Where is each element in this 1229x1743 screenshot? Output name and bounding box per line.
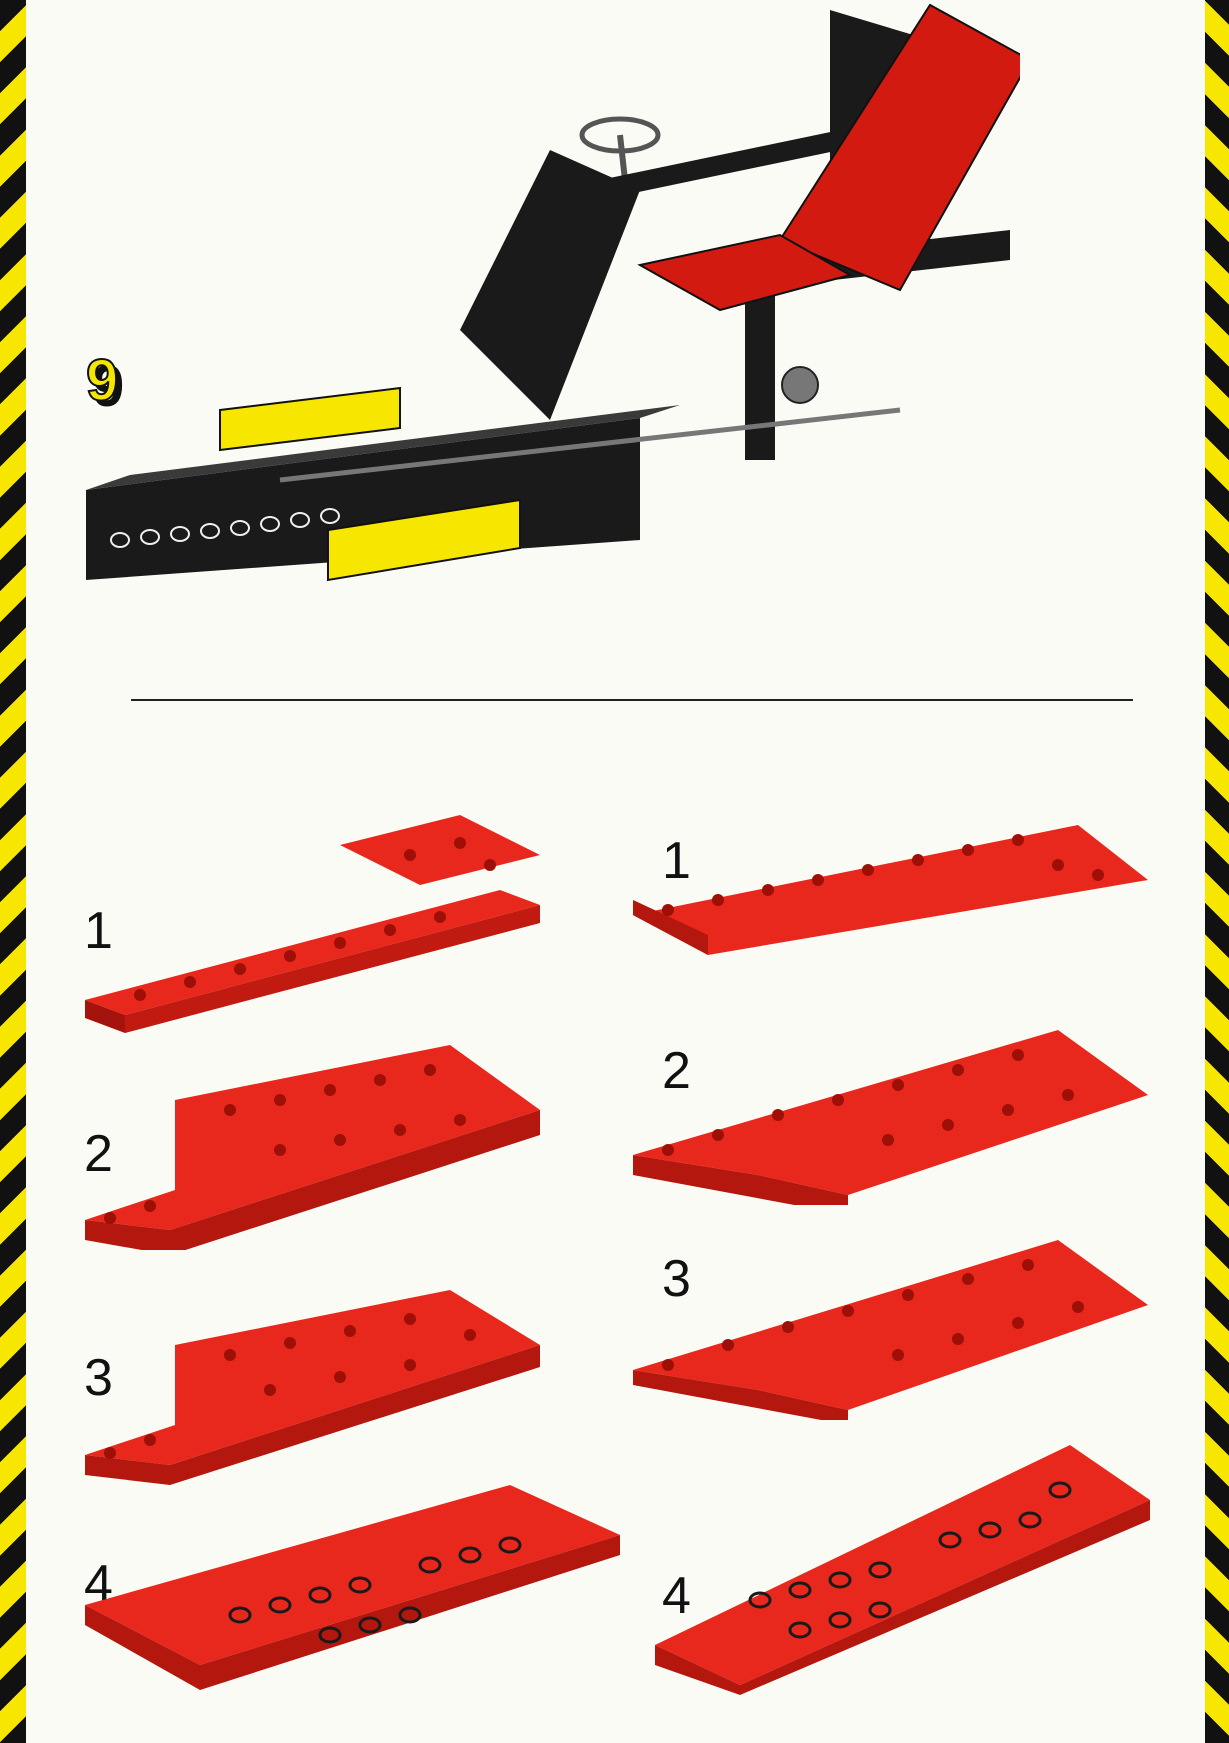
left-substep-label-2: 2 [84,1125,113,1183]
left-plate-1 [85,815,540,1033]
right-plate-2 [633,1030,1148,1205]
model-illustration [86,3,1020,582]
hazard-stripe-left [0,0,26,1743]
right-plate-3 [633,1240,1148,1420]
left-plate-3 [85,1290,540,1485]
hazard-stripe-right [1205,0,1229,1743]
right-plate-4 [655,1445,1150,1695]
right-substep-label-4: 4 [662,1567,691,1625]
step-number: 9 [85,348,119,413]
left-plate-4 [85,1485,620,1690]
left-substep-label-3: 3 [84,1349,113,1407]
right-substep-label-2: 2 [662,1042,691,1100]
right-substep-label-3: 3 [662,1250,691,1308]
section-divider [131,699,1133,701]
left-substep-label-1: 1 [84,902,113,960]
right-plate-1 [633,825,1148,955]
left-plate-2 [85,1045,540,1250]
right-substep-label-1: 1 [662,832,691,890]
